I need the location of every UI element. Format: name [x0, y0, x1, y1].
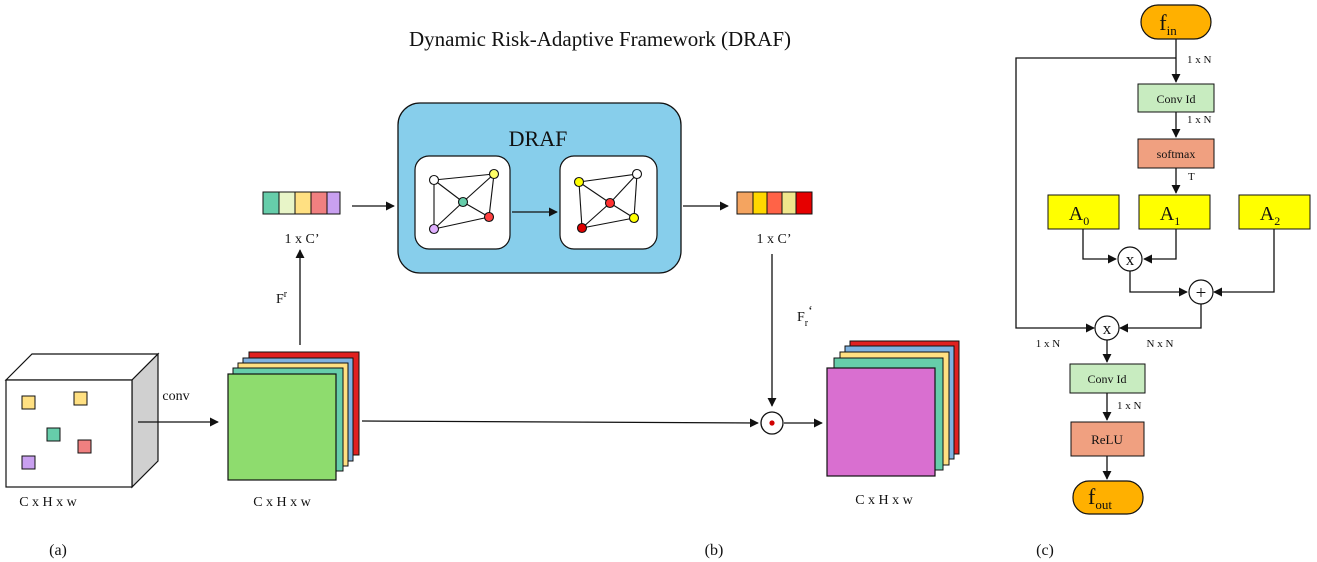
right-vector-cell-5 [795, 191, 813, 215]
a2-label: A2 [1260, 203, 1280, 228]
fr-prime-mark: ‘ [808, 304, 813, 319]
output-layer-front [826, 367, 936, 477]
f-in-label: fin [1159, 10, 1177, 38]
draf-label: DRAF [509, 126, 568, 151]
graph-1-node-d [428, 223, 440, 235]
graph-2-node-e [628, 212, 640, 224]
conv1d-bottom-block [1069, 363, 1146, 394]
input-token-1 [21, 395, 36, 410]
a2-to-add-path [1213, 229, 1275, 297]
dim-T: T [1188, 171, 1195, 183]
panel-label-a: (a) [49, 542, 67, 559]
a2-subscript: 2 [1274, 214, 1280, 228]
a0-to-mult-path [1082, 229, 1117, 264]
a0-label: A0 [1069, 203, 1089, 228]
input-token-4 [77, 439, 92, 454]
graph-2-node-b [631, 168, 643, 180]
graph-2-node-c [604, 197, 616, 209]
conv1d-top-block [1137, 83, 1215, 113]
output-dims-label: C x H x w [855, 493, 913, 508]
right-vector-cell-4 [781, 191, 797, 215]
fr-label: Fr [276, 289, 288, 307]
a1-matrix [1138, 194, 1211, 230]
right-channel-vector [736, 191, 813, 215]
fr-prime-label: Fr‘ [797, 304, 813, 329]
relu-block [1070, 421, 1145, 457]
add-symbol: + [1196, 283, 1207, 304]
feature-to-product-arrow [361, 418, 759, 428]
right-vector-cell-3 [766, 191, 783, 215]
left-vector-dims: 1 x C’ [285, 232, 320, 247]
multiply-symbol-top: x [1126, 250, 1135, 269]
left-vector-cell-5 [326, 191, 341, 215]
input-token-3 [46, 427, 61, 442]
graph-1-node-a [428, 174, 440, 186]
a0-subscript: 0 [1083, 214, 1089, 228]
softmax-label: softmax [1157, 147, 1196, 161]
panel-label-b: (b) [705, 542, 724, 559]
conv-label: conv [162, 389, 189, 404]
input-token-2 [73, 391, 88, 406]
dim-1xN-b: 1 x N [1187, 114, 1212, 126]
dim-1xN-c: 1 x N [1117, 400, 1142, 412]
graph-1-node-c [457, 196, 469, 208]
right-vector-cell-2 [752, 191, 768, 215]
residual-path [1015, 57, 1176, 333]
figure-title: Dynamic Risk-Adaptive Framework (DRAF) [409, 27, 791, 51]
graph-1-node-b [488, 168, 500, 180]
fr-prime-subscript: r [805, 318, 809, 329]
graph-1-node-e [483, 211, 495, 223]
left-vector-cell-1 [262, 191, 280, 215]
fr-superscript: r [284, 289, 288, 300]
panel-label-c: (c) [1036, 542, 1054, 559]
input-cube [4, 352, 160, 489]
graph-2-node-d [576, 222, 588, 234]
add-to-mult-path [1119, 304, 1202, 333]
f-in-subscript: in [1167, 23, 1178, 38]
conv1d-top-label: Conv Id [1157, 92, 1196, 106]
left-vector-cell-2 [278, 191, 296, 215]
feature-layer-front [227, 373, 337, 481]
f-out-terminal [1072, 480, 1144, 515]
softmax-block [1137, 138, 1215, 169]
feature-map-stack [227, 351, 360, 481]
right-vector-cell-1 [736, 191, 754, 215]
hadamard-product-dot [769, 420, 775, 426]
graph-2 [573, 168, 643, 234]
graph-2-node-a [573, 176, 585, 188]
feature-dims-label: C x H x w [253, 495, 311, 510]
graph-1 [428, 168, 500, 235]
input-dims-label: C x H x w [19, 495, 77, 510]
a1-label: A1 [1160, 203, 1180, 228]
conv1d-bottom-label: Conv Id [1088, 372, 1127, 386]
left-vector-cell-4 [310, 191, 328, 215]
output-feature-stack [826, 340, 960, 477]
multiply-symbol-bottom: x [1103, 319, 1112, 338]
mult-to-add-path [1129, 271, 1188, 297]
input-token-5 [21, 455, 36, 470]
f-out-label: fout [1088, 484, 1112, 512]
left-channel-vector [262, 191, 341, 215]
dim-1xN-left: 1 x N [1036, 338, 1061, 350]
dim-1xN-a: 1 x N [1187, 54, 1212, 66]
relu-label: ReLU [1091, 432, 1123, 447]
left-vector-cell-3 [294, 191, 312, 215]
f-out-subscript: out [1095, 497, 1112, 512]
right-vector-dims: 1 x C’ [757, 232, 792, 247]
dim-NxN: N x N [1147, 338, 1174, 350]
a1-subscript: 1 [1174, 214, 1180, 228]
a0-matrix [1047, 194, 1120, 230]
a1-to-mult-path [1143, 229, 1177, 264]
